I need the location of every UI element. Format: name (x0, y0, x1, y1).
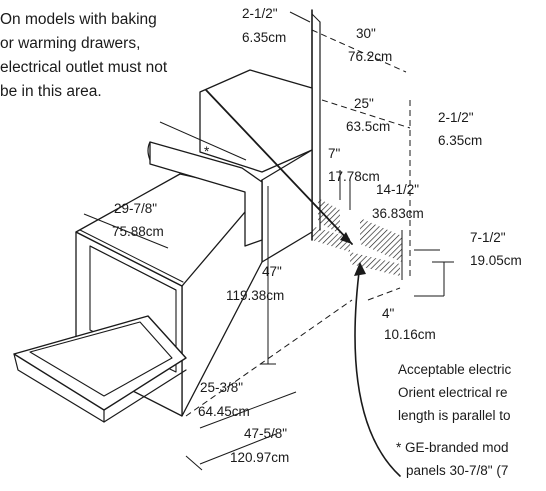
footnote: * GE-branded mod panels 30-7/8" (7 (396, 440, 509, 478)
footnote-line-1: * GE-branded mod (396, 440, 509, 455)
dim-29-78-in: 29-7/8" (114, 201, 157, 216)
acceptable-area-callout: Acceptable electric Orient electrical re… (398, 362, 512, 423)
dim-30-in: 30" (356, 26, 376, 41)
asterisk-mark: * (204, 144, 210, 159)
callout-line-1: Acceptable electric (398, 362, 512, 377)
dim-30-cm: 76.2cm (348, 49, 392, 64)
dim-7-cm: 17.78cm (328, 169, 380, 184)
dim-2-5-top-in: 2-1/2" (242, 6, 278, 21)
callout-line-2: Orient electrical re (398, 385, 508, 400)
dim-47-in: 47" (262, 264, 282, 279)
dim-2-5-top-cm: 6.35cm (242, 30, 286, 45)
dim-14-5-cm: 36.83cm (372, 206, 424, 221)
dim-25-in: 25" (354, 96, 374, 111)
dim-25-38-in: 25-3/8" (200, 380, 243, 395)
callout-line-3: length is parallel to (398, 408, 511, 423)
dimension-lines (83, 11, 454, 471)
dim-25-cm: 63.5cm (346, 119, 390, 134)
dim-7-in: 7" (328, 146, 341, 161)
dimension-labels: 2-1/2" 6.35cm 30" 76.2cm 25" 63.5cm 2-1/… (112, 6, 522, 465)
dim-7-5-in: 7-1/2" (470, 230, 506, 245)
footnote-line-2: panels 30-7/8" (7 (406, 463, 508, 478)
dim-7-5-cm: 19.05cm (470, 253, 522, 268)
note-line-4: be in this area. (0, 83, 102, 100)
note-line-1: On models with baking (0, 11, 157, 28)
dim-29-78-cm: 75.88cm (112, 224, 164, 239)
dim-2-5-right-in: 2-1/2" (438, 110, 474, 125)
callout-arrows (205, 89, 401, 477)
dim-25-38-cm: 64.45cm (198, 404, 250, 419)
dim-4-cm: 10.16cm (384, 327, 436, 342)
dim-2-5-right-cm: 6.35cm (438, 133, 482, 148)
dim-4-in: 4" (382, 306, 395, 321)
oven-door-open (13, 315, 187, 423)
warning-note: On models with baking or warming drawers… (0, 11, 168, 100)
note-line-3: electrical outlet must not (0, 59, 168, 76)
dim-14-5-in: 14-1/2" (376, 182, 419, 197)
note-line-2: or warming drawers, (0, 35, 140, 52)
dim-47-58-cm: 120.97cm (230, 450, 289, 465)
dim-47-cm: 119.38cm (226, 288, 284, 303)
dim-47-58-in: 47-5/8" (244, 426, 287, 441)
